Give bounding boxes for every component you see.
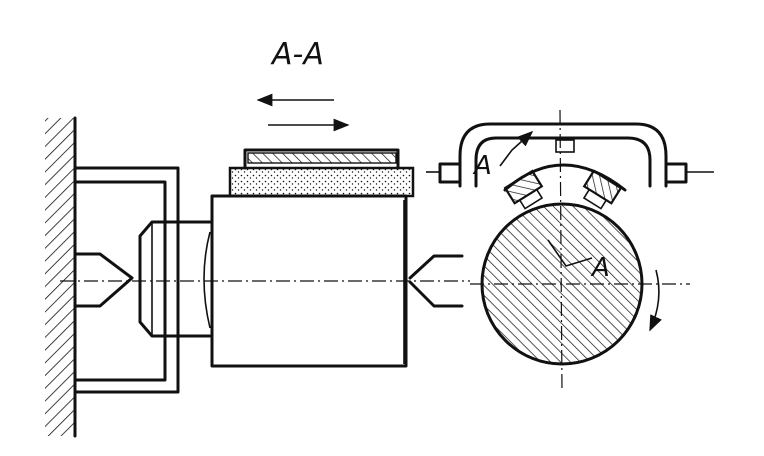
left-shoe: [503, 169, 544, 210]
driver-collar: [138, 220, 212, 338]
workpiece-section: [470, 109, 690, 393]
right-shoe: [582, 169, 623, 210]
left-center: [73, 252, 134, 308]
point-a-label: A: [590, 253, 610, 283]
section-title: A-A: [270, 37, 324, 72]
section-marker-arrow: [499, 130, 534, 167]
section-mark-label: A: [472, 151, 492, 181]
right-center: [408, 254, 464, 308]
rotation-arrow: [649, 269, 662, 332]
fixed-wall: [45, 116, 77, 438]
headstock-bracket: [73, 166, 180, 394]
honing-shoes: [503, 169, 623, 210]
abrasive-stone: [228, 166, 415, 198]
vertical-centerline: [559, 109, 563, 393]
point-leader: [547, 239, 593, 267]
reciprocation-arrows: [256, 93, 350, 132]
stone-holder: [243, 148, 400, 170]
clamp-yoke: [426, 122, 714, 192]
